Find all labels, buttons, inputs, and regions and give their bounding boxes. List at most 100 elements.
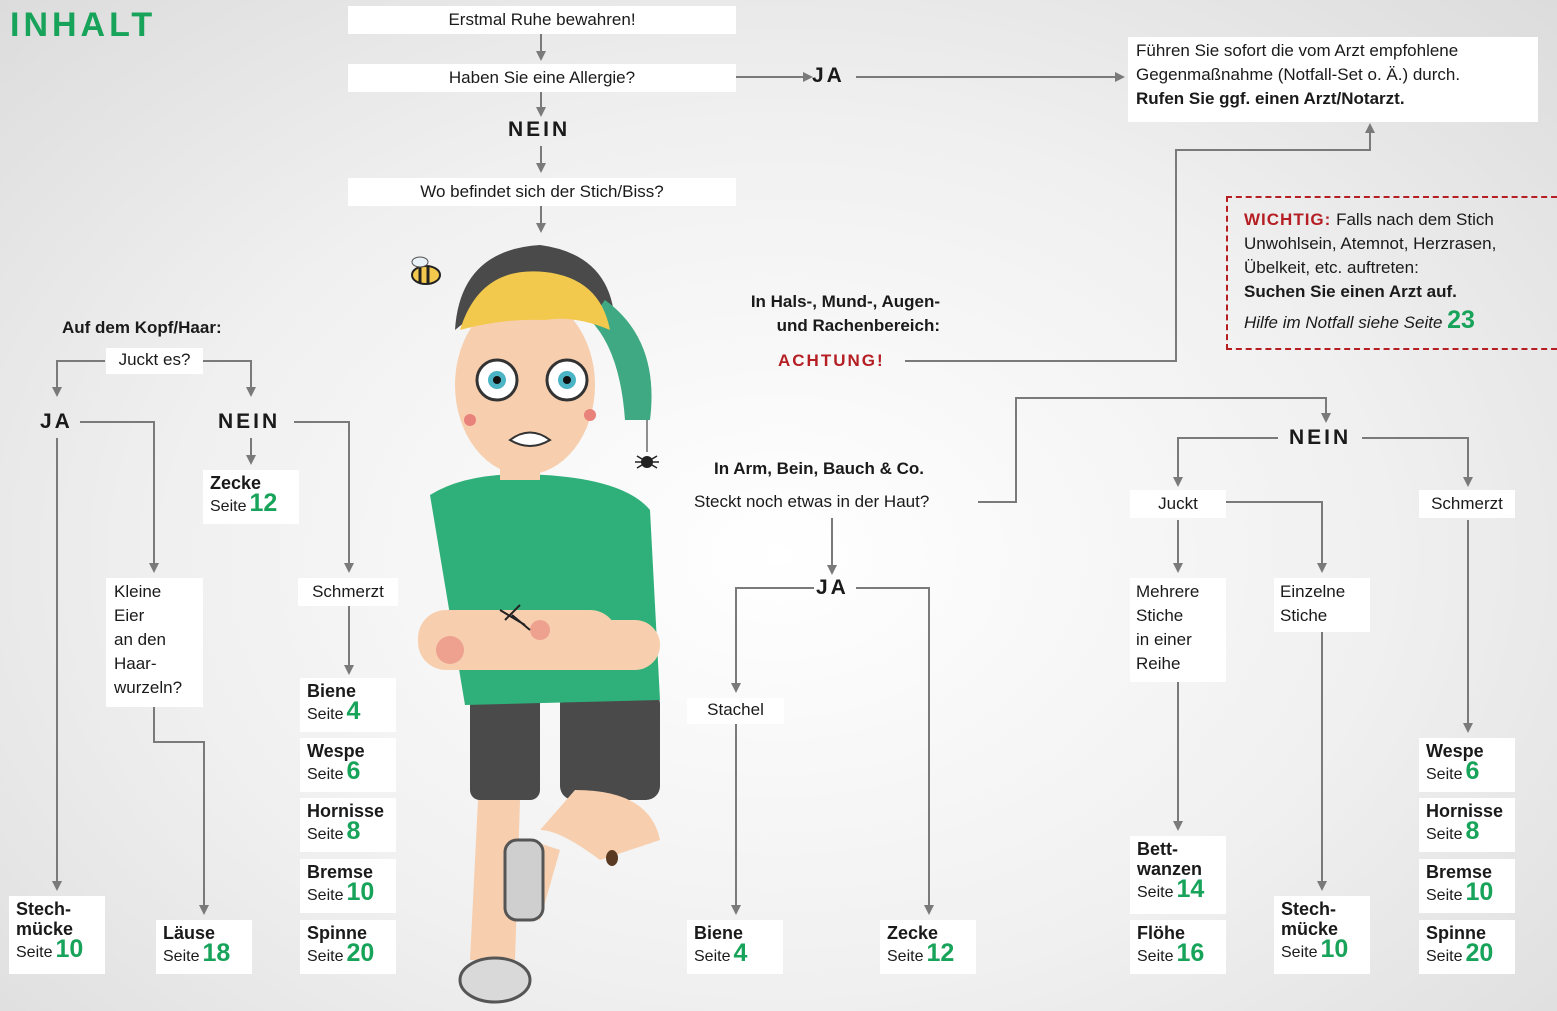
seite-label: Seite: [1426, 948, 1463, 965]
eier-line: Eier: [114, 606, 145, 625]
result-page: 4: [346, 697, 361, 725]
allergy-text-3: Rufen Sie ggf. einen Arzt/Notarzt.: [1136, 89, 1405, 108]
stachel-box: Stachel: [687, 698, 784, 724]
seite-label: Seite: [307, 766, 344, 783]
arm-question: Steckt noch etwas in der Haut?: [694, 492, 930, 511]
kopf-schmerzt: Schmerzt: [298, 578, 398, 606]
einzelne-line: Stiche: [1280, 606, 1328, 625]
result-name: Zecke: [210, 473, 262, 493]
seite-label: Seite: [307, 948, 344, 965]
result-page: 12: [249, 489, 278, 517]
eier-line: Haar-: [114, 654, 157, 673]
result-page: 6: [1465, 757, 1480, 785]
result-name: Bremse: [307, 862, 374, 882]
result-name: Wespe: [1426, 741, 1484, 761]
kopf-no-label: NEIN: [218, 410, 281, 433]
seite-label: Seite: [307, 706, 344, 723]
result-name: mücke: [1281, 919, 1339, 939]
mehrere-line: Stiche: [1136, 606, 1184, 625]
result-page: 6: [346, 757, 361, 785]
wichtig-text-3: Übelkeit, etc. auftreten:: [1244, 258, 1419, 277]
seite-label: Seite: [210, 498, 247, 515]
result-name: Bremse: [1426, 862, 1493, 882]
result-name: Läuse: [163, 923, 216, 943]
result-page: 10: [55, 935, 84, 963]
wichtig-text-2: Unwohlsein, Atemnot, Herzrasen,: [1244, 234, 1497, 253]
seite-label: Seite: [1426, 887, 1463, 904]
result-page: 14: [1176, 875, 1205, 903]
seite-label: Seite: [1281, 944, 1318, 961]
result-page: 20: [346, 939, 375, 967]
hals-line-2: und Rachenbereich:: [776, 316, 940, 335]
einzelne-line: Einzelne: [1280, 582, 1346, 601]
wichtig-text-4: Suchen Sie einen Arzt auf.: [1244, 282, 1457, 301]
seite-label: Seite: [1137, 948, 1174, 965]
result-name: mücke: [16, 919, 74, 939]
result-page: 12: [926, 939, 955, 967]
allergy-text-2: Gegenmaßnahme (Notfall-Set o. Ä.) durch.: [1136, 65, 1461, 84]
seite-label: Seite: [887, 948, 924, 965]
arm-yes-label: JA: [816, 576, 849, 599]
allergy-action-box: Führen Sie sofort die vom Arzt empfohlen…: [1128, 37, 1538, 122]
result-page: 8: [346, 817, 361, 845]
result-name: Stech-: [16, 899, 72, 919]
spider-icon: [635, 420, 659, 469]
result-name: Stech-: [1281, 899, 1337, 919]
result-page: 18: [202, 939, 231, 967]
result-name: Biene: [694, 923, 744, 943]
einzelne-box: Einzelne Stiche: [1274, 578, 1370, 632]
arm-no-label: NEIN: [1289, 426, 1352, 449]
hals-line-1: In Hals-, Mund-, Augen-: [750, 292, 940, 311]
result-page: 10: [1465, 878, 1494, 906]
result-page: 10: [346, 878, 375, 906]
kopf-eier-box: Kleine Eier an den Haar- wurzeln?: [106, 578, 203, 707]
seite-label: Seite: [1426, 766, 1463, 783]
step-ruhe: Erstmal Ruhe bewahren!: [348, 6, 736, 34]
allergy-no-label: NEIN: [508, 118, 571, 141]
result-name: Spinne: [1426, 923, 1487, 943]
result-page: 10: [1320, 935, 1349, 963]
bee-icon: [411, 256, 441, 285]
seite-label: Seite: [1137, 884, 1174, 901]
result-name: Wespe: [307, 741, 365, 761]
mehrere-line: Mehrere: [1136, 582, 1200, 601]
result-page: 4: [733, 939, 748, 967]
seite-label: Seite: [694, 948, 731, 965]
wichtig-label: WICHTIG:: [1244, 210, 1332, 229]
result-name: Hornisse: [307, 801, 385, 821]
wichtig-text-1: Falls nach dem Stich: [1336, 210, 1494, 229]
mehrere-box: Mehrere Stiche in einer Reihe: [1130, 578, 1226, 682]
seite-label: Seite: [163, 948, 200, 965]
achtung-label: ACHTUNG!: [778, 351, 885, 370]
wichtig-page: 23: [1447, 306, 1475, 334]
mehrere-line: in einer: [1136, 630, 1192, 649]
result-name: Zecke: [887, 923, 939, 943]
result-name: Hornisse: [1426, 801, 1504, 821]
mehrere-line: Reihe: [1136, 654, 1181, 673]
result-page: 8: [1465, 817, 1480, 845]
kopf-yes-label: JA: [40, 410, 73, 433]
arm-schmerzt-box: Schmerzt: [1419, 490, 1515, 518]
step-wo: Wo befindet sich der Stich/Biss?: [348, 178, 736, 206]
result-name: Spinne: [307, 923, 368, 943]
result-page: 20: [1465, 939, 1494, 967]
result-page: 16: [1176, 939, 1205, 967]
step-allergie: Haben Sie eine Allergie?: [348, 64, 736, 92]
seite-label: Seite: [307, 887, 344, 904]
hals-heading: In Hals-, Mund-, Augen- und Rachenbereic…: [700, 290, 940, 338]
seite-label: Seite: [1426, 826, 1463, 843]
